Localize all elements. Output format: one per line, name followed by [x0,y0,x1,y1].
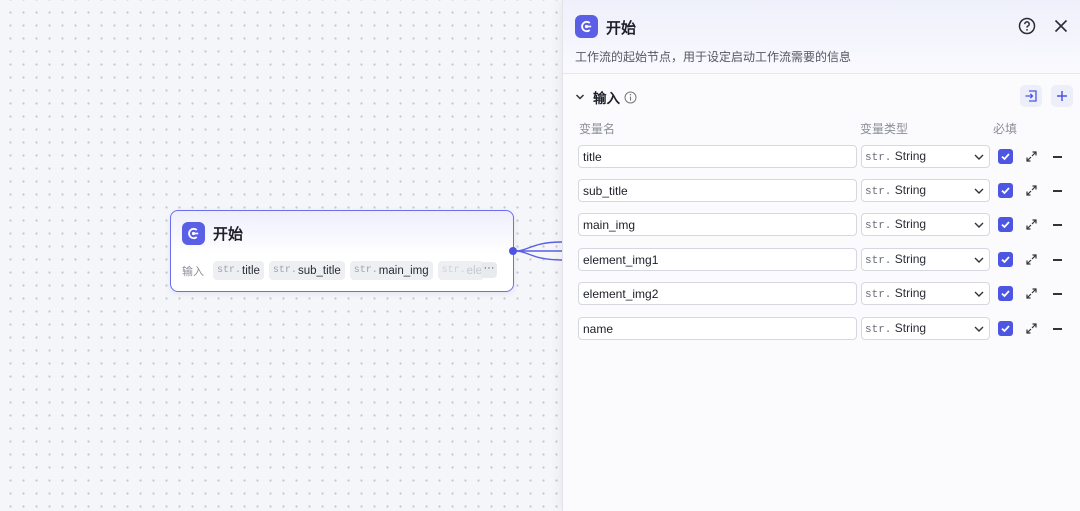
checkbox-check-icon [1001,325,1010,333]
expand-icon[interactable] [1025,184,1038,197]
remove-icon[interactable] [1053,259,1062,261]
node-input-label: 输入 [182,265,204,278]
variable-name-input[interactable] [578,248,857,271]
chevron-down-icon [974,291,984,297]
expand-icon[interactable] [1025,253,1038,266]
node-input-tag: str.sub_title [268,261,345,280]
checkbox-check-icon [1001,153,1010,161]
node-input-tag: str.main_img [349,261,433,280]
node-output-port[interactable] [509,247,517,255]
expand-icon[interactable] [1025,150,1038,163]
import-button[interactable] [1020,85,1042,107]
column-header-required: 必填 [993,122,1018,136]
panel-header: 开始 工作流的起始节点，用于设定启动工作流需要的信息 [563,0,1080,74]
node-input-tag: str.title [213,261,264,280]
variable-name-input[interactable] [578,179,857,202]
variable-type-select[interactable]: str. String [861,248,990,271]
start-logo-icon [575,15,598,38]
remove-icon[interactable] [1053,293,1062,295]
checkbox-check-icon [1001,221,1010,229]
required-checkbox[interactable] [998,286,1013,301]
variable-type-select[interactable]: str. String [861,145,990,168]
variable-name-input[interactable] [578,282,857,305]
plus-icon [1057,91,1067,101]
chevron-down-icon [974,154,984,160]
column-header-name: 变量名 [579,122,616,136]
add-variable-button[interactable] [1051,85,1073,107]
required-checkbox[interactable] [998,183,1013,198]
chevron-down-icon [974,188,984,194]
expand-icon[interactable] [1025,218,1038,231]
connection-edge [515,241,563,261]
checkbox-check-icon [1001,187,1010,195]
required-checkbox[interactable] [998,217,1013,232]
chevron-down-icon [974,257,984,263]
remove-icon[interactable] [1053,190,1062,192]
start-node-panel: 开始 工作流的起始节点，用于设定启动工作流需要的信息 输入 变量名 变量类型 必… [562,0,1080,511]
input-section-header[interactable]: 输入 [575,87,637,107]
variable-name-input[interactable] [578,213,857,236]
variable-name-input[interactable] [578,317,857,340]
variable-name-input[interactable] [578,145,857,168]
column-header-type: 变量类型 [860,122,909,136]
required-checkbox[interactable] [998,321,1013,336]
remove-icon[interactable] [1053,328,1062,330]
chevron-down-icon[interactable] [575,92,585,102]
more-tags-button[interactable]: ··· [481,262,497,278]
variable-type-select[interactable]: str. String [861,213,990,236]
expand-icon[interactable] [1025,322,1038,335]
remove-icon[interactable] [1053,224,1062,226]
remove-icon[interactable] [1053,156,1062,158]
help-icon[interactable] [1018,17,1036,35]
expand-icon[interactable] [1025,287,1038,300]
required-checkbox[interactable] [998,149,1013,164]
node-title: 开始 [213,226,244,243]
checkbox-check-icon [1001,290,1010,298]
checkbox-check-icon [1001,256,1010,264]
info-icon[interactable] [624,91,637,104]
chevron-down-icon [974,222,984,228]
node-input-tag: str.element_img1 [437,261,484,280]
import-icon [1025,90,1037,102]
required-checkbox[interactable] [998,252,1013,267]
variable-type-select[interactable]: str. String [861,282,990,305]
close-icon[interactable] [1052,17,1070,35]
chevron-down-icon [974,326,984,332]
panel-title: 开始 [606,20,637,37]
panel-description: 工作流的起始节点，用于设定启动工作流需要的信息 [575,50,852,64]
section-title: 输入 [593,91,620,106]
variable-type-select[interactable]: str. String [861,317,990,340]
start-logo-icon [182,222,205,245]
start-node[interactable]: 开始 输入 str.title str.sub_title str.main_i… [170,210,514,292]
variable-type-select[interactable]: str. String [861,179,990,202]
